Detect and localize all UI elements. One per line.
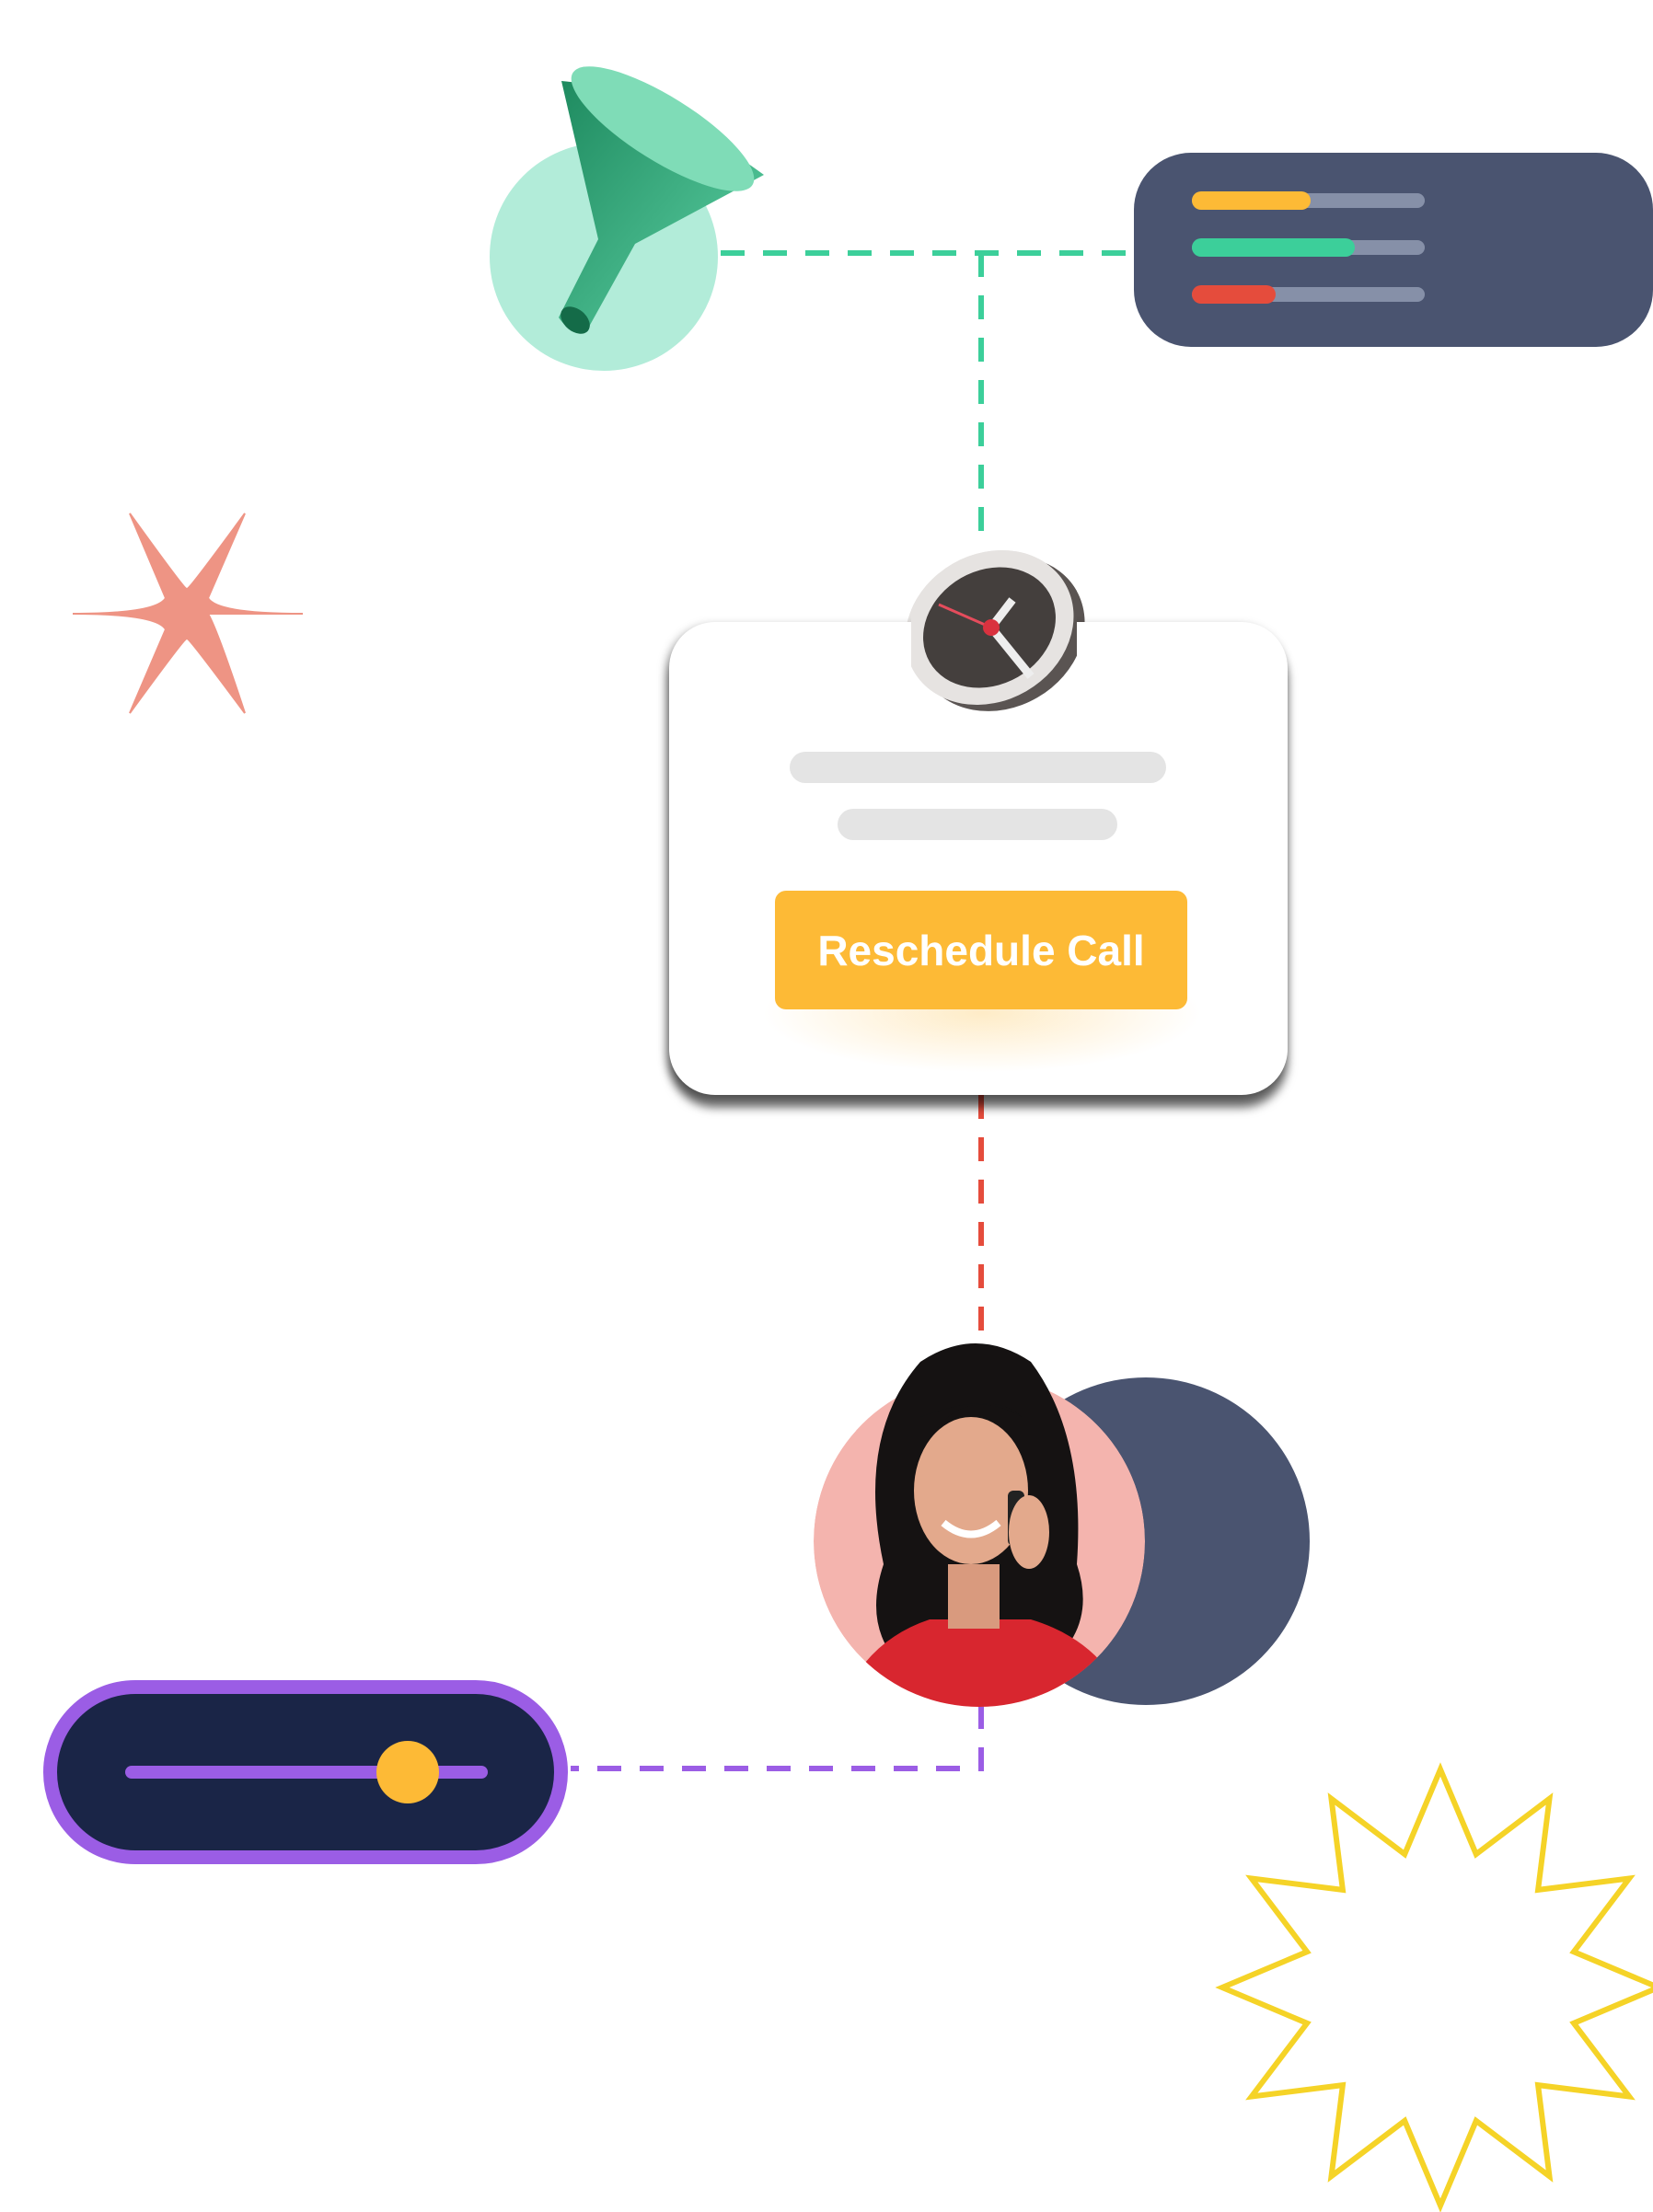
reschedule-call-button[interactable]: Reschedule Call <box>775 891 1187 1009</box>
progress-bar-yellow <box>1192 191 1425 210</box>
starburst-icon <box>1215 1762 1653 2212</box>
sparkle-icon <box>72 513 304 714</box>
progress-fill <box>1192 238 1356 257</box>
slider-handle[interactable] <box>376 1741 440 1803</box>
placeholder-line <box>790 752 1166 783</box>
progress-bar-green <box>1192 238 1425 257</box>
reschedule-card: Reschedule Call <box>669 622 1288 1095</box>
stats-card <box>1134 153 1653 347</box>
progress-fill <box>1192 285 1277 304</box>
contact-avatar <box>814 1343 1310 1707</box>
funnel-icon <box>490 66 764 371</box>
slider-widget <box>43 1680 568 1864</box>
placeholder-line <box>838 809 1117 840</box>
green-dashed-connector <box>721 250 1135 543</box>
progress-fill <box>1192 191 1312 210</box>
progress-bar-red <box>1192 285 1425 304</box>
purple-dashed-connector <box>571 1705 984 1771</box>
